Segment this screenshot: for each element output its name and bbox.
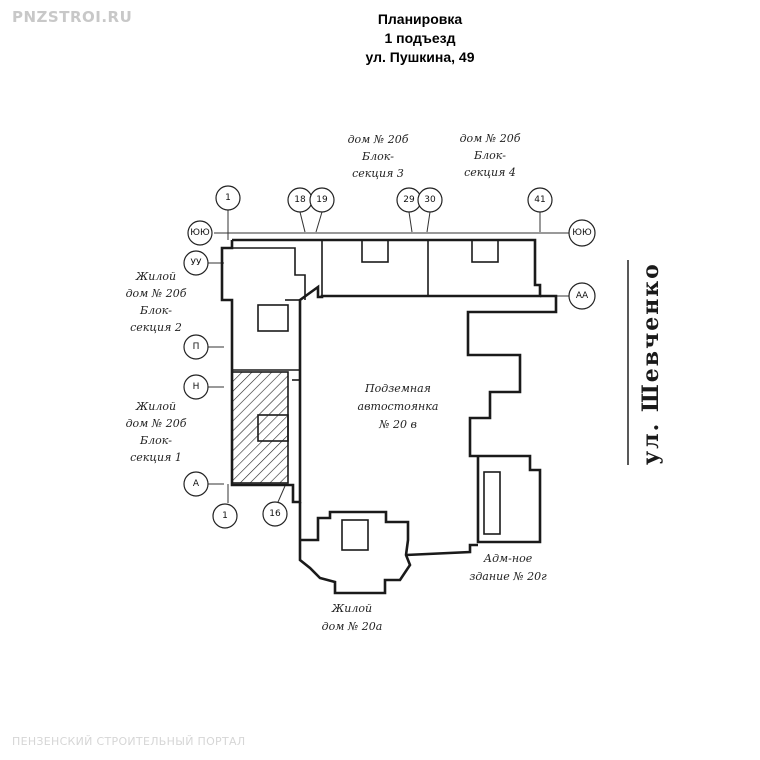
street-label: ул. Шевченко (638, 262, 664, 465)
grid-lines (203, 210, 570, 503)
axis-left-uu: УУ (191, 258, 202, 268)
title-block: Планировка 1 подъезд ул. Пушкина, 49 (0, 10, 760, 67)
right-axis-bubbles (568, 219, 596, 310)
label-block2-line3: Блок- (139, 304, 172, 317)
axis-left-p: П (193, 342, 200, 352)
axis-top-30: 30 (424, 195, 436, 205)
label-block1-line2: дом № 20б (126, 417, 187, 430)
label-block3-line2: Блок- (361, 150, 394, 163)
label-admin-line1: Адм-ное (483, 552, 533, 565)
axis-right-yuyu: ЮЮ (572, 228, 592, 238)
label-block2-line2: дом № 20б (126, 287, 187, 300)
label-block2-line4: секция 2 (130, 321, 182, 334)
label-block1-line1: Жилой (135, 400, 176, 413)
axis-top-19: 19 (316, 195, 328, 205)
label-admin-line2: здание № 20г (469, 570, 547, 583)
title-line-3: ул. Пушкина, 49 (365, 49, 475, 65)
label-block3-line3: секция 3 (352, 167, 404, 180)
title-line-1: Планировка (377, 11, 463, 27)
label-house20a-line1: Жилой (331, 602, 372, 615)
axis-bottom-16: 16 (269, 509, 281, 519)
axis-left-a: А (193, 479, 200, 489)
axis-bottom-1: 1 (222, 511, 228, 521)
hatched-block-section-1 (231, 371, 289, 484)
label-block1-line4: секция 1 (130, 451, 182, 464)
label-house20a-line2: дом № 20а (322, 620, 383, 633)
label-block1-line3: Блок- (139, 434, 172, 447)
label-block3-line1: дом № 20б (348, 133, 409, 146)
axis-top-41: 41 (534, 195, 545, 205)
label-block4-line1: дом № 20б (460, 132, 521, 145)
portal-watermark: ПЕНЗЕНСКИЙ СТРОИТЕЛЬНЫЙ ПОРТАЛ (12, 735, 246, 748)
label-parking-line1: Подземная (364, 382, 431, 395)
axis-left-n: Н (193, 382, 200, 392)
label-block4-line3: секция 4 (464, 166, 516, 179)
site-watermark: PNZSTROI.RU (12, 8, 133, 26)
axis-top-18: 18 (294, 195, 306, 205)
axis-top-29: 29 (403, 195, 415, 205)
inner-walls (232, 239, 501, 551)
title-line-2: 1 подъезд (384, 30, 456, 46)
label-block2-line1: Жилой (135, 270, 176, 283)
label-block4-line2: Блок- (473, 149, 506, 162)
left-axis-bubbles (183, 220, 213, 497)
top-axis-bubbles (215, 185, 553, 213)
bottom-axis-bubbles (212, 501, 288, 529)
axis-top-1: 1 (225, 193, 231, 203)
axis-left-yuyu: ЮЮ (190, 228, 210, 238)
axis-right-aa: АА (576, 291, 589, 301)
label-parking-line2: автостоянка (358, 400, 439, 413)
label-parking-line3: № 20 в (378, 418, 417, 431)
